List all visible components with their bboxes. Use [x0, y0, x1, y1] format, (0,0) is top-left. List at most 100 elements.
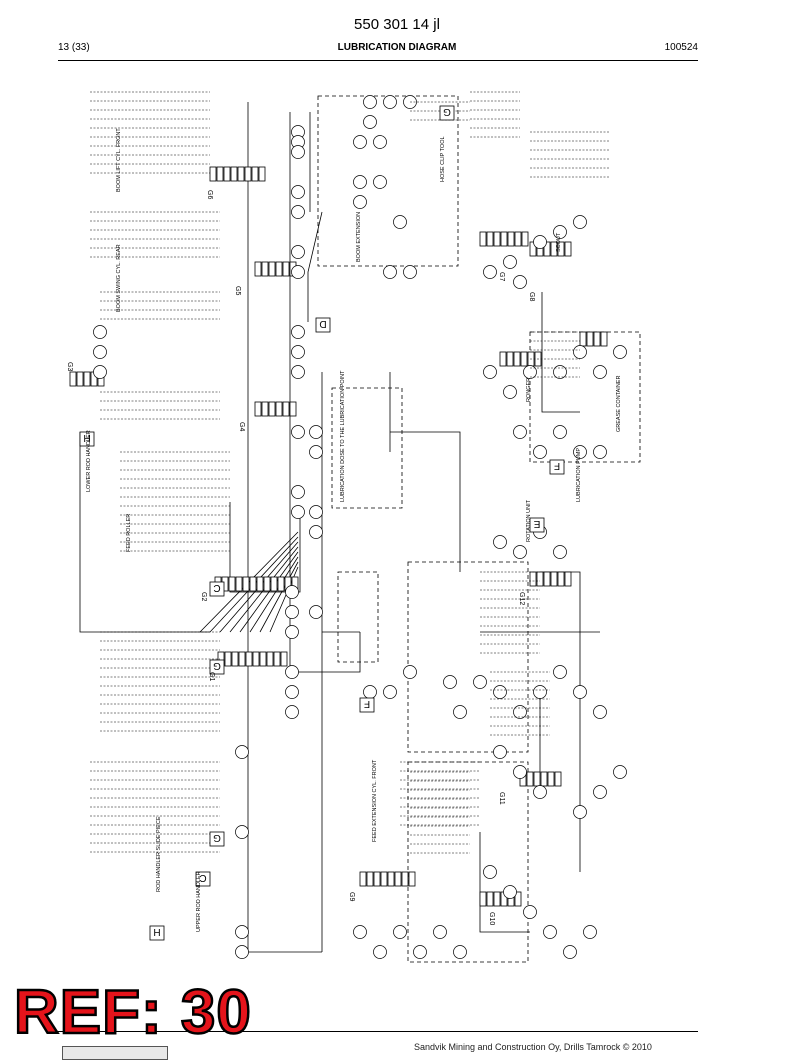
- distributor-block: [550, 571, 558, 587]
- distributor-label: G10: [488, 912, 495, 925]
- distributor-label: G1: [208, 672, 215, 681]
- distributor-block: [479, 891, 487, 907]
- distributor-block: [514, 891, 522, 907]
- distributor-block: [521, 231, 529, 247]
- svg-text:C: C: [199, 872, 206, 883]
- distributor-block: [564, 571, 572, 587]
- callout-circle: [291, 345, 305, 359]
- callout-circle: [235, 945, 249, 959]
- distributor-block: [493, 231, 501, 247]
- distributor-label: G7: [498, 272, 505, 281]
- callout-circle: [383, 685, 397, 699]
- callout-circle: [291, 145, 305, 159]
- distributor-block: [249, 576, 257, 592]
- callout-circle: [309, 525, 323, 539]
- callout-circle: [593, 445, 607, 459]
- distributor-block: [258, 166, 266, 182]
- callout-circle: [443, 675, 457, 689]
- callout-circle: [353, 925, 367, 939]
- callout-circle: [393, 215, 407, 229]
- distributor-label: G11: [498, 792, 505, 805]
- distributor-block: [526, 771, 534, 787]
- callout-circle: [291, 365, 305, 379]
- box-letter: F: [549, 459, 565, 475]
- distributor-block: [69, 371, 77, 387]
- distributor-block: [282, 261, 290, 277]
- distributor-block: [252, 651, 260, 667]
- distributor-block: [564, 241, 572, 257]
- callout-circle: [353, 135, 367, 149]
- callout-circle: [309, 445, 323, 459]
- distributor-label: G8: [528, 292, 535, 301]
- distributor-block: [529, 241, 537, 257]
- distributor-block: [268, 261, 276, 277]
- distributor-block: [479, 231, 487, 247]
- distributor-block: [373, 871, 381, 887]
- distributor-block: [268, 401, 276, 417]
- svg-text:D: D: [319, 318, 326, 329]
- distributor-block: [387, 871, 395, 887]
- callout-circle: [583, 925, 597, 939]
- distributor-block: [83, 371, 91, 387]
- distributor-label: G4: [238, 422, 245, 431]
- region-lubrication-dose: [331, 387, 403, 509]
- callout-circle: [553, 225, 567, 239]
- distributor-block: [586, 331, 594, 347]
- distributor-block: [543, 241, 551, 257]
- callout-circle: [553, 545, 567, 559]
- distributor-block: [273, 651, 281, 667]
- callout-circle: [493, 745, 507, 759]
- distributor-block: [557, 241, 565, 257]
- svg-text:F: F: [364, 698, 370, 709]
- annotation-text: BOOM SWING CYL. REAR: [116, 244, 122, 312]
- distributor-block: [242, 576, 250, 592]
- callout-circle: [483, 365, 497, 379]
- region-pump: [529, 331, 641, 463]
- callout-circle: [433, 925, 447, 939]
- distributor-block: [230, 166, 238, 182]
- callout-circle: [513, 705, 527, 719]
- callout-circle: [553, 665, 567, 679]
- distributor-block: [277, 576, 285, 592]
- box-letter: G: [209, 659, 225, 675]
- annotation-text: FEED ROLLER: [126, 514, 132, 552]
- annotation-text: ROD HANDLER SLIDE PIECE: [156, 816, 162, 892]
- region-hose-clip: [317, 95, 459, 267]
- callout-circle: [493, 685, 507, 699]
- callout-circle: [235, 825, 249, 839]
- annotation-text: BOOM LIFT CYL. FRONT: [116, 128, 122, 192]
- callout-circle: [533, 785, 547, 799]
- svg-text:G: G: [213, 660, 221, 671]
- callout-circle: [285, 585, 299, 599]
- distributor-block: [536, 571, 544, 587]
- callout-circle: [503, 385, 517, 399]
- annotation-text: ROTATION UNIT: [526, 499, 532, 542]
- callout-circle: [291, 185, 305, 199]
- distributor-block: [600, 331, 608, 347]
- callout-circle: [285, 705, 299, 719]
- distributor-block: [486, 891, 494, 907]
- callout-circle: [473, 675, 487, 689]
- callout-circle: [563, 945, 577, 959]
- callout-circle: [373, 135, 387, 149]
- distributor-block: [543, 571, 551, 587]
- distributor-block: [261, 401, 269, 417]
- distributor-block: [507, 231, 515, 247]
- distributor-block: [261, 261, 269, 277]
- svg-text:H: H: [83, 432, 90, 443]
- callout-circle: [413, 945, 427, 959]
- annotation-text: UPPER ROD HANDLER: [196, 871, 202, 932]
- callout-circle: [363, 95, 377, 109]
- callout-circle: [513, 425, 527, 439]
- distributor-block: [520, 351, 528, 367]
- annotation-text: LUBRICATION PUMP: [576, 448, 582, 502]
- svg-text:C: C: [213, 582, 220, 593]
- distributor-block: [513, 351, 521, 367]
- callout-circle: [513, 275, 527, 289]
- distributor-block: [401, 871, 409, 887]
- distributor-block: [359, 871, 367, 887]
- callout-circle: [573, 345, 587, 359]
- distributor-block: [486, 231, 494, 247]
- callout-circle: [353, 175, 367, 189]
- annotation-text: GREASE CONTAINER: [616, 376, 622, 432]
